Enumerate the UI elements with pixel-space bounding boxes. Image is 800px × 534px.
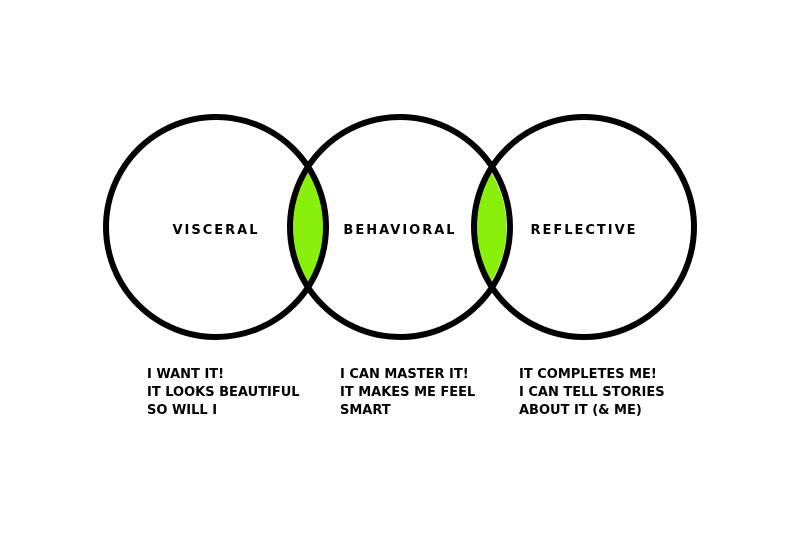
caption-line: I CAN MASTER IT! — [340, 367, 469, 382]
overlap-behavioral-reflective — [475, 172, 507, 282]
caption-line: IT COMPLETES ME! — [519, 367, 657, 382]
overlap-visceral-behavioral — [292, 172, 324, 282]
caption-line: IT MAKES ME FEEL — [340, 385, 476, 400]
caption-reflective: IT COMPLETES ME! I CAN TELL STORIES ABOU… — [519, 366, 665, 420]
circle-visceral — [103, 114, 329, 340]
label-behavioral: BEHAVIORAL — [343, 223, 456, 238]
caption-behavioral: I CAN MASTER IT! IT MAKES ME FEEL SMART — [340, 366, 475, 420]
caption-line: I WANT IT! — [147, 367, 225, 382]
label-reflective: REFLECTIVE — [530, 223, 637, 238]
caption-line: ABOUT IT (& ME) — [519, 403, 642, 418]
circle-behavioral — [287, 114, 513, 340]
caption-line: SO WILL I — [147, 403, 218, 418]
label-visceral: VISCERAL — [172, 223, 259, 238]
circle-reflective — [471, 114, 697, 340]
caption-line: IT LOOKS BEAUTIFUL — [147, 385, 300, 400]
caption-line: SMART — [340, 403, 391, 418]
caption-visceral: I WANT IT! IT LOOKS BEAUTIFUL SO WILL I — [147, 366, 300, 420]
caption-line: I CAN TELL STORIES — [519, 385, 665, 400]
